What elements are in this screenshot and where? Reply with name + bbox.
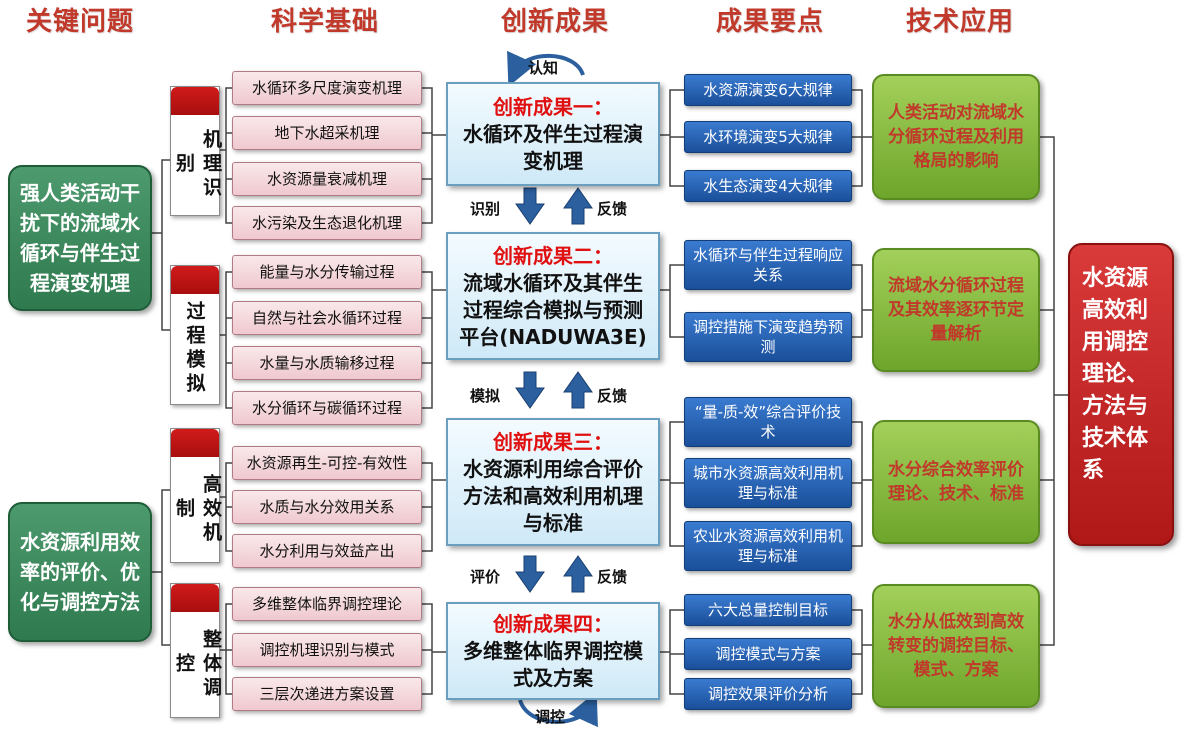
point-label: 水环境演变5大规律 [703,128,833,146]
science-item: 水污染及生态退化机理 [232,206,422,240]
arrow-label-down: 识别 [470,200,501,218]
problem-box-2: 水资源利用效率的评价、优化与调控方法 [8,502,152,642]
science-item: 水量与水质输移过程 [232,346,422,380]
application-label: 水分综合效率评价理论、技术、标准 [888,460,1024,504]
point-label: 水循环与伴生过程响应关系 [692,246,843,284]
category-label: 高效机制 [173,473,222,546]
science-item: 能量与水分传输过程 [232,255,422,289]
problem-label: 强人类活动干扰下的流域水循环与伴生过程演变机理 [20,181,140,295]
point-label: 调控效果评价分析 [707,685,828,703]
science-item: 水质与水分效用关系 [232,490,422,524]
point-item: 水资源演变6大规律 [684,74,852,106]
header-problems: 关键问题 [25,7,134,37]
application-box-3: 水分综合效率评价理论、技术、标准 [872,420,1040,544]
innovation-body: 水资源利用综合评价方法和高效利用机理与标准 [463,456,643,535]
innovation-body: 流域水循环及其伴生过程综合模拟与预测平台(NADUWA3E) [459,270,647,349]
science-item: 水资源再生-可控-有效性 [232,446,422,480]
category-label: 整体调控 [173,628,222,701]
innovation-title: 创新成果四： [493,612,613,636]
header-points: 成果要点 [715,7,824,37]
point-label: “量-质-效”综合评价技术 [694,403,842,441]
science-item: 调控机理识别与模式 [232,633,422,667]
header-innovation: 创新成果 [500,7,609,37]
arrow-label-up: 反馈 [597,200,628,218]
science-item: 水分利用与效益产出 [232,534,422,568]
application-label: 水分从低效到高效转变的调控目标、模式、方案 [888,612,1024,680]
category-box-3: 高效机制 [170,428,222,563]
problem-box-1: 强人类活动干扰下的流域水循环与伴生过程演变机理 [8,165,152,311]
point-label: 水资源演变6大规律 [703,81,833,99]
innovation-title: 创新成果三： [493,429,613,454]
application-label: 人类活动对流域水分循环过程及利用格局的影响 [888,103,1024,171]
point-item: 农业水资源高效利用机理与标准 [684,521,852,571]
category-label: 过程模拟 [183,301,206,397]
cycle-label-bottom: 调控 [535,708,566,726]
innovation-box-3: 创新成果三： 水资源利用综合评价方法和高效利用机理与标准 [446,418,660,546]
science-item: 多维整体临界调控理论 [232,587,422,621]
innovation-title: 创新成果二： [493,243,613,268]
application-box-4: 水分从低效到高效转变的调控目标、模式、方案 [872,584,1040,708]
innovation-title: 创新成果一： [493,95,613,119]
point-label: 城市水资源高效利用机理与标准 [692,464,843,502]
science-item: 水循环多尺度演变机理 [232,71,422,105]
innovation-body: 水循环及伴生过程演变机理 [463,122,643,173]
arrow-label-up: 反馈 [597,568,628,586]
science-item: 地下水超采机理 [232,116,422,150]
final-outcome-box: 水资源高效利用调控理论、方法与技术体系 [1068,243,1174,546]
header-applications: 技术应用 [905,7,1014,37]
final-outcome-label: 水资源高效利用调控理论、方法与技术体系 [1082,266,1149,483]
category-box-2: 过程模拟 [170,265,220,405]
category-cap [171,429,219,457]
point-item: “量-质-效”综合评价技术 [684,397,852,447]
point-label: 农业水资源高效利用机理与标准 [692,527,843,565]
science-item: 水分循环与碳循环过程 [232,391,422,425]
point-item: 水生态演变4大规律 [684,170,852,202]
point-label: 水生态演变4大规律 [703,177,833,195]
point-item: 水循环与伴生过程响应关系 [684,240,852,290]
science-item: 水资源量衰减机理 [232,162,422,196]
category-label: 机理识别 [173,129,222,201]
innovation-box-1: 创新成果一： 水循环及伴生过程演变机理 [446,82,660,186]
category-cap [171,87,219,115]
application-label: 流域水分循环过程及其效率逐环节定量解析 [888,276,1024,344]
application-box-2: 流域水分循环过程及其效率逐环节定量解析 [872,248,1040,372]
application-box-1: 人类活动对流域水分循环过程及利用格局的影响 [872,74,1040,200]
point-item: 六大总量控制目标 [684,594,852,626]
arrow-label-down: 模拟 [470,387,501,405]
problem-label: 水资源利用效率的评价、优化与调控方法 [20,530,140,614]
point-item: 水环境演变5大规律 [684,121,852,153]
category-box-4: 整体调控 [170,583,222,718]
point-item: 调控模式与方案 [684,638,852,670]
arrow-label-down: 评价 [470,568,501,586]
point-label: 调控模式与方案 [715,645,821,663]
point-label: 调控措施下演变趋势预测 [692,318,843,356]
category-cap [171,266,219,294]
category-cap [171,584,219,612]
cycle-label-top: 认知 [528,59,559,77]
point-item: 调控措施下演变趋势预测 [684,312,852,362]
header-science: 科学基础 [270,7,379,37]
science-item: 三层次递进方案设置 [232,677,422,711]
innovation-box-2: 创新成果二： 流域水循环及其伴生过程综合模拟与预测平台(NADUWA3E) [446,232,660,360]
science-item: 自然与社会水循环过程 [232,301,422,335]
innovation-body: 多维整体临界调控模式及方案 [463,639,643,690]
innovation-box-4: 创新成果四： 多维整体临界调控模式及方案 [446,602,660,700]
arrow-label-up: 反馈 [597,387,628,405]
point-item: 调控效果评价分析 [684,678,852,710]
point-label: 六大总量控制目标 [707,601,828,619]
category-box-1: 机理识别 [170,86,222,216]
point-item: 城市水资源高效利用机理与标准 [684,458,852,508]
